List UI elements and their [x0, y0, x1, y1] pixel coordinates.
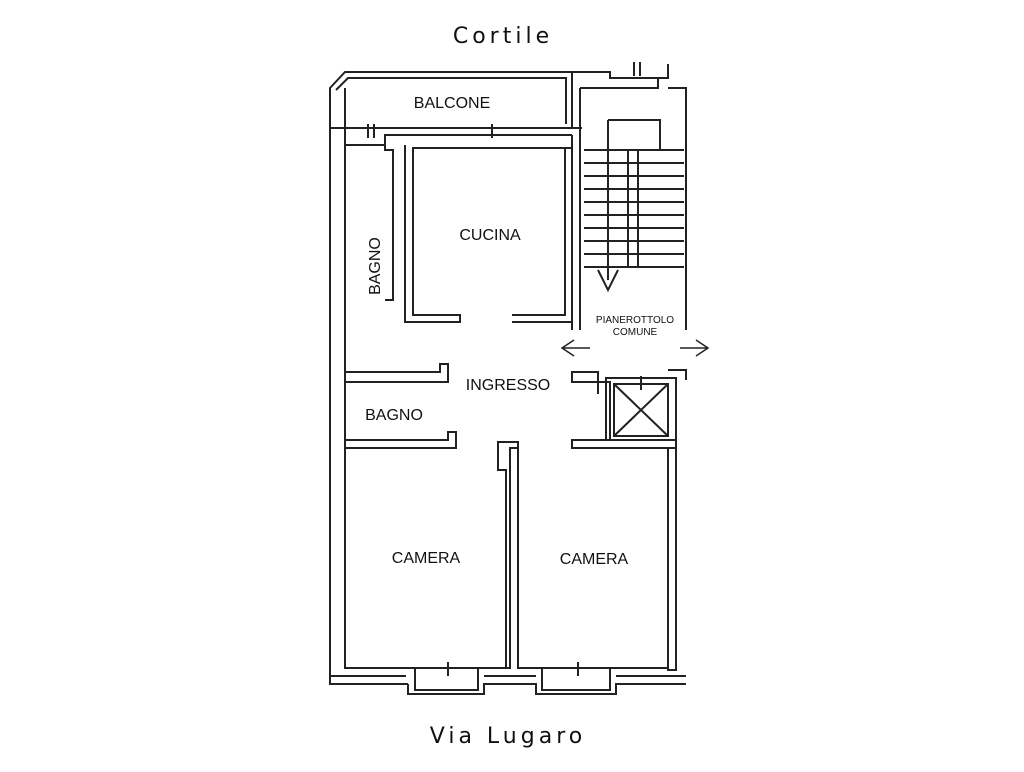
room-label-cucina: CUCINA: [459, 227, 521, 244]
kitchen-wall-right: [512, 148, 572, 323]
room-label-balcone: BALCONE: [414, 95, 490, 112]
window-left: [407, 683, 686, 695]
room-label-ingresso: INGRESSO: [466, 377, 550, 394]
street-label: Via Lugaro: [429, 724, 587, 749]
facade-bottom: [329, 668, 408, 685]
landing-arrows: [560, 339, 710, 357]
room-label-bagno-1: BAGNO: [367, 237, 384, 295]
walls: [329, 64, 687, 695]
bath1-wall: [384, 145, 394, 301]
stair-wall-left: [571, 88, 581, 330]
window-left-inner: [414, 668, 611, 691]
stair-wall-top: [580, 78, 687, 330]
wall-top-outer: [572, 64, 669, 79]
elevator-cross: [613, 383, 669, 437]
arrow-left-icon: [560, 339, 590, 357]
bath1-bottom: [345, 363, 449, 383]
balcony-inner: [335, 77, 567, 124]
kitchen-wall: [404, 145, 572, 323]
room-label-camera-left: CAMERA: [392, 550, 461, 567]
bedroom-left-wall: [344, 441, 519, 669]
courtyard-label: Cortile: [452, 24, 554, 49]
landing-label-line2: COMUNE: [613, 327, 658, 338]
bedroom-right-wall: [517, 371, 669, 669]
room-label-bagno-2: BAGNO: [365, 407, 423, 424]
bath2-wall: [345, 431, 457, 449]
landing-label-line1: PIANEROTTOLO: [596, 315, 674, 326]
tick-marks: [367, 62, 642, 676]
room-label-camera-right: CAMERA: [560, 551, 629, 568]
arrow-right-icon: [680, 339, 710, 357]
wall-balcony-bottom: [330, 127, 572, 146]
wall-top-outer-2: [571, 78, 582, 129]
landing-right-wall: [667, 369, 687, 671]
outer-wall-left: [329, 88, 346, 668]
staircase: [584, 119, 684, 293]
